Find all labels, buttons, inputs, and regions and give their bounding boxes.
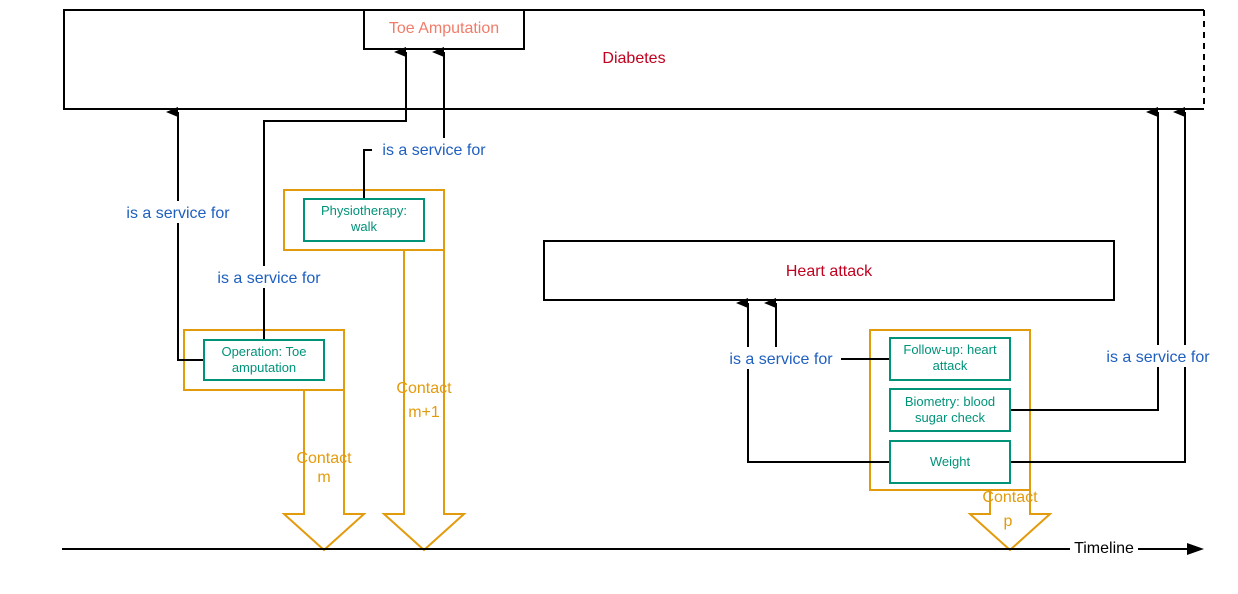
- toe-amputation-label: Toe Amputation: [389, 20, 499, 37]
- contact-m1-label: Contact: [396, 380, 452, 397]
- contact-m-label: Contact: [296, 450, 352, 467]
- timeline-arrowhead: [1187, 543, 1204, 555]
- biometry-service-box: [889, 388, 1011, 432]
- operation-service-box: [203, 339, 325, 381]
- diabetes-box: [63, 9, 1205, 110]
- heart-attack-box: [543, 240, 1115, 301]
- timeline-label: Timeline: [1074, 540, 1134, 557]
- physiotherapy-service-line2: walk: [350, 219, 378, 234]
- toe-amputation-box: [363, 9, 525, 50]
- diabetes-label: Diabetes: [602, 50, 665, 67]
- relation-label-operation-toe: is a service for: [217, 270, 321, 287]
- heart-attack-label: Heart attack: [786, 263, 873, 280]
- operation-to-diabetes-line: [166, 107, 204, 361]
- biometry-service-line1: Biometry: blood: [905, 394, 995, 409]
- followup-service-line2: attack: [933, 358, 968, 373]
- biometry-to-diabetes-line: [1010, 107, 1159, 411]
- physiotherapy-service-box: [303, 198, 425, 242]
- physiotherapy-service-line1: Physiotherapy:: [321, 203, 407, 218]
- weight-service-label: Weight: [930, 454, 971, 469]
- weight-to-diabetes-line: [1010, 107, 1186, 463]
- physiotherapy-label-line: [363, 149, 372, 199]
- operation-to-toe-amputation-line: [263, 47, 407, 340]
- contact-m-index: m: [317, 469, 330, 486]
- followup-service-line1: Follow-up: heart: [903, 342, 997, 357]
- biometry-service-line2: sugar check: [915, 410, 986, 425]
- contact-p-label: Contact: [982, 489, 1038, 506]
- weight-service-box: [889, 440, 1011, 484]
- relation-label-operation-diabetes: is a service for: [126, 205, 230, 222]
- operation-service-line2: amputation: [232, 360, 296, 375]
- relation-label-diabetes-right: is a service for: [1106, 349, 1210, 366]
- contact-m1-index: m+1: [408, 404, 440, 421]
- contact-p-index: p: [1004, 513, 1013, 530]
- followup-service-box: [889, 337, 1011, 381]
- relation-label-heart-attack: is a service for: [729, 351, 833, 368]
- relation-label-physiotherapy: is a service for: [382, 142, 486, 159]
- weight-to-heart-attack-line: [736, 298, 889, 463]
- operation-service-line1: Operation: Toe: [221, 344, 306, 359]
